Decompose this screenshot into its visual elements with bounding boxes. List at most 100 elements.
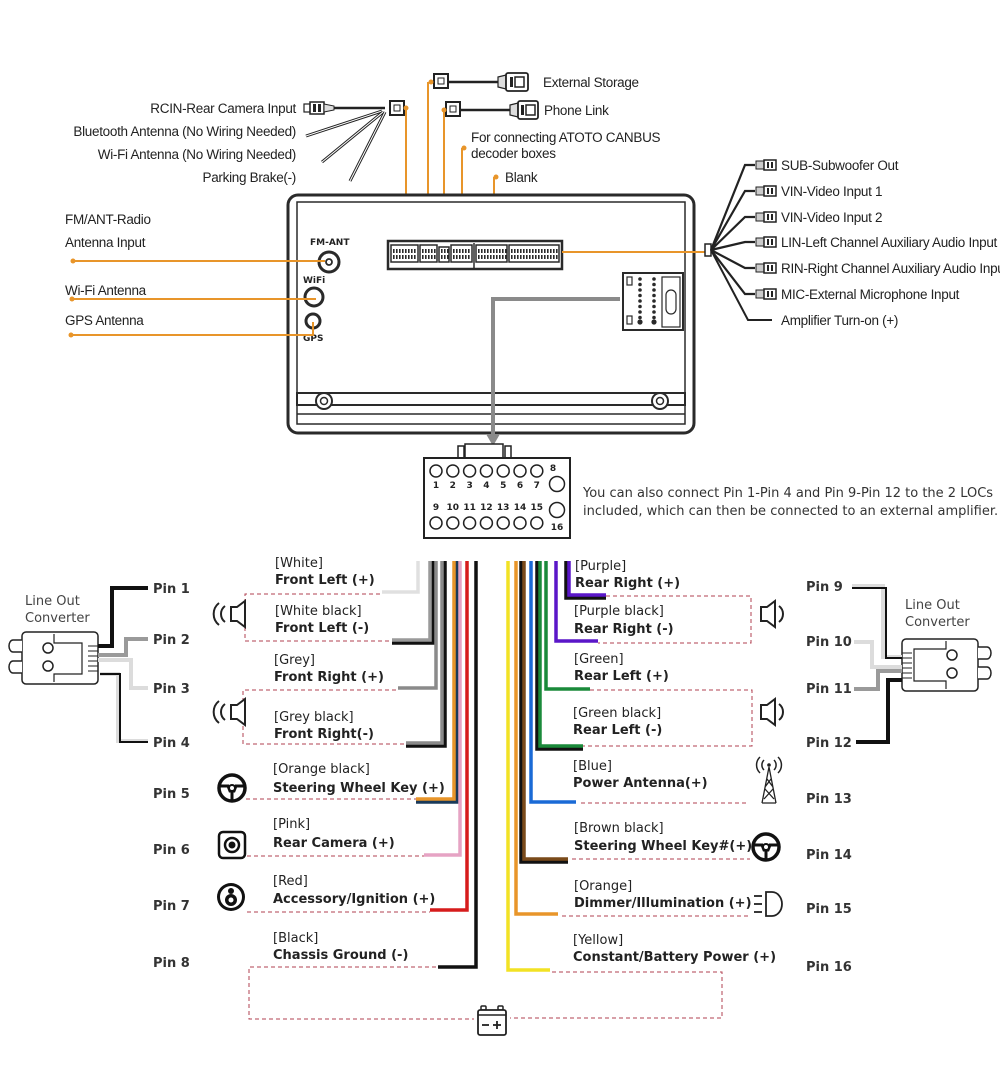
- speaker-icon: [212, 697, 246, 727]
- connector-pin: [505, 249, 507, 253]
- connector-pin: [490, 255, 492, 259]
- rca-plug-body: [755, 289, 765, 299]
- pin-label: Pin 3: [153, 682, 190, 697]
- wire-color-label: [Orange]: [574, 879, 632, 894]
- rca-plug-pin: [767, 265, 769, 271]
- plug-pin-number: 8: [550, 464, 556, 474]
- connector-pin: [447, 249, 449, 253]
- connector-pin: [411, 255, 413, 259]
- plug-pin-number: 7: [534, 481, 540, 491]
- wire-stripe: [535, 561, 583, 751]
- connector-pin: [496, 249, 498, 253]
- wire-left-7: [430, 561, 469, 912]
- connector-pin: [393, 249, 395, 253]
- wire-function-label: Constant/Battery Power (+): [573, 950, 776, 965]
- rca-plug-body: [755, 160, 765, 170]
- connector-pin: [526, 249, 528, 253]
- wire-function-label: Steering Wheel Key#(+): [574, 839, 752, 854]
- wire-function-label: Front Left (+): [275, 573, 375, 588]
- loc-note-line2: included, which can then be connected to…: [583, 504, 998, 519]
- plug-pin-number: 10: [447, 503, 460, 513]
- wire-function-label: Rear Right (-): [574, 622, 674, 637]
- line-out-converter-right: Line Out Converter: [852, 584, 992, 744]
- plug-pin-hole: [429, 516, 443, 530]
- connector-pin: [550, 249, 552, 253]
- plug-pin-hole: [548, 475, 566, 493]
- connector-pin: [399, 255, 401, 259]
- dashed-connection-boxes: [242, 593, 753, 1020]
- connector-pin: [408, 249, 410, 253]
- wire-function-label: Power Antenna(+): [573, 776, 708, 791]
- connector-pin: [496, 255, 498, 259]
- pin-label: Pin 8: [153, 956, 190, 971]
- rca-plug-pin: [771, 188, 773, 194]
- connector-pin: [393, 255, 395, 259]
- connector-pin: [465, 249, 467, 253]
- rca-plug-head: [763, 288, 777, 300]
- connector-pin: [434, 249, 436, 253]
- rca-plug-pin: [767, 162, 769, 168]
- wire-left-8: [438, 561, 478, 969]
- label-phone-link: Phone Link: [544, 103, 609, 118]
- rca-plug-pin: [771, 265, 773, 271]
- connector-pin: [425, 249, 427, 253]
- loc-left-line2: Converter: [25, 611, 90, 626]
- rca-cable: [710, 249, 755, 296]
- wire-stripe: [392, 561, 435, 645]
- plug-pin-hole: [446, 516, 460, 530]
- connector-pin: [468, 255, 470, 259]
- wire-function-label: Rear Right (+): [575, 576, 680, 591]
- connector-pin: [405, 255, 407, 259]
- connector-pin: [514, 249, 516, 253]
- connector-pin: [453, 255, 455, 259]
- wire-color-label: [Purple]: [575, 559, 626, 574]
- connector-pin: [532, 249, 534, 253]
- rca-output-label: RIN-Right Channel Auxiliary Audio Input: [781, 261, 1000, 276]
- wire-function-label: Steering Wheel Key (+): [273, 781, 445, 796]
- label-parking-brake: Parking Brake(-): [203, 170, 296, 185]
- steering-wheel-icon: [217, 773, 247, 803]
- socket-pin: [638, 277, 642, 281]
- connector-pin: [544, 249, 546, 253]
- connector-pin: [538, 255, 540, 259]
- label-rcin: RCIN-Rear Camera Input: [150, 101, 296, 116]
- plug-pin-hole: [446, 464, 460, 478]
- ignition-key-icon: [217, 883, 245, 911]
- rca-plug-icon: [755, 159, 777, 171]
- wire-right-11: [544, 561, 590, 691]
- pin-label: Pin 6: [153, 843, 190, 858]
- rca-cable: [709, 163, 755, 251]
- socket-pin: [652, 310, 656, 314]
- connector-pin: [431, 249, 433, 253]
- rca-plug-head: [763, 185, 777, 197]
- connector-pin: [538, 249, 540, 253]
- pin-label: Pin 1: [153, 582, 190, 597]
- left-pin-labels: Pin 1 Pin 2 Pin 3 Pin 4 Pin 5 Pin 6 Pin …: [153, 556, 445, 971]
- connector-pin: [511, 255, 513, 259]
- wire-left-3: [398, 561, 438, 690]
- connector-pin: [465, 255, 467, 259]
- connector-pin: [447, 255, 449, 259]
- port-label-wifi: WiFi: [303, 276, 325, 286]
- plug-pin-number: 15: [531, 503, 544, 513]
- amp-turn-on-wire: [710, 249, 772, 321]
- wire-stripe: [416, 561, 459, 804]
- steering-wheel-icon: [751, 832, 781, 862]
- wire-function-label: Rear Left (-): [573, 723, 662, 738]
- plug-pin-number: 5: [500, 481, 506, 491]
- connector-pin: [399, 249, 401, 253]
- connector-pin: [520, 249, 522, 253]
- antenna-leaders: FM/ANT-Radio Antenna Input Wi-Fi Antenna…: [65, 212, 325, 338]
- line-out-converter-left: Line Out Converter: [8, 586, 148, 743]
- socket-pin: [637, 319, 643, 325]
- pin-label: Pin 14: [806, 848, 852, 863]
- plug-pin-hole: [479, 464, 494, 478]
- rca-plug-body: [755, 237, 765, 247]
- wire-right-10: [554, 561, 598, 643]
- screw-icon: [315, 392, 333, 410]
- pin-label: Pin 15: [806, 902, 852, 917]
- connector-pin: [428, 249, 430, 253]
- plug-pin-hole: [429, 464, 443, 478]
- loc-right-line2: Converter: [905, 615, 970, 630]
